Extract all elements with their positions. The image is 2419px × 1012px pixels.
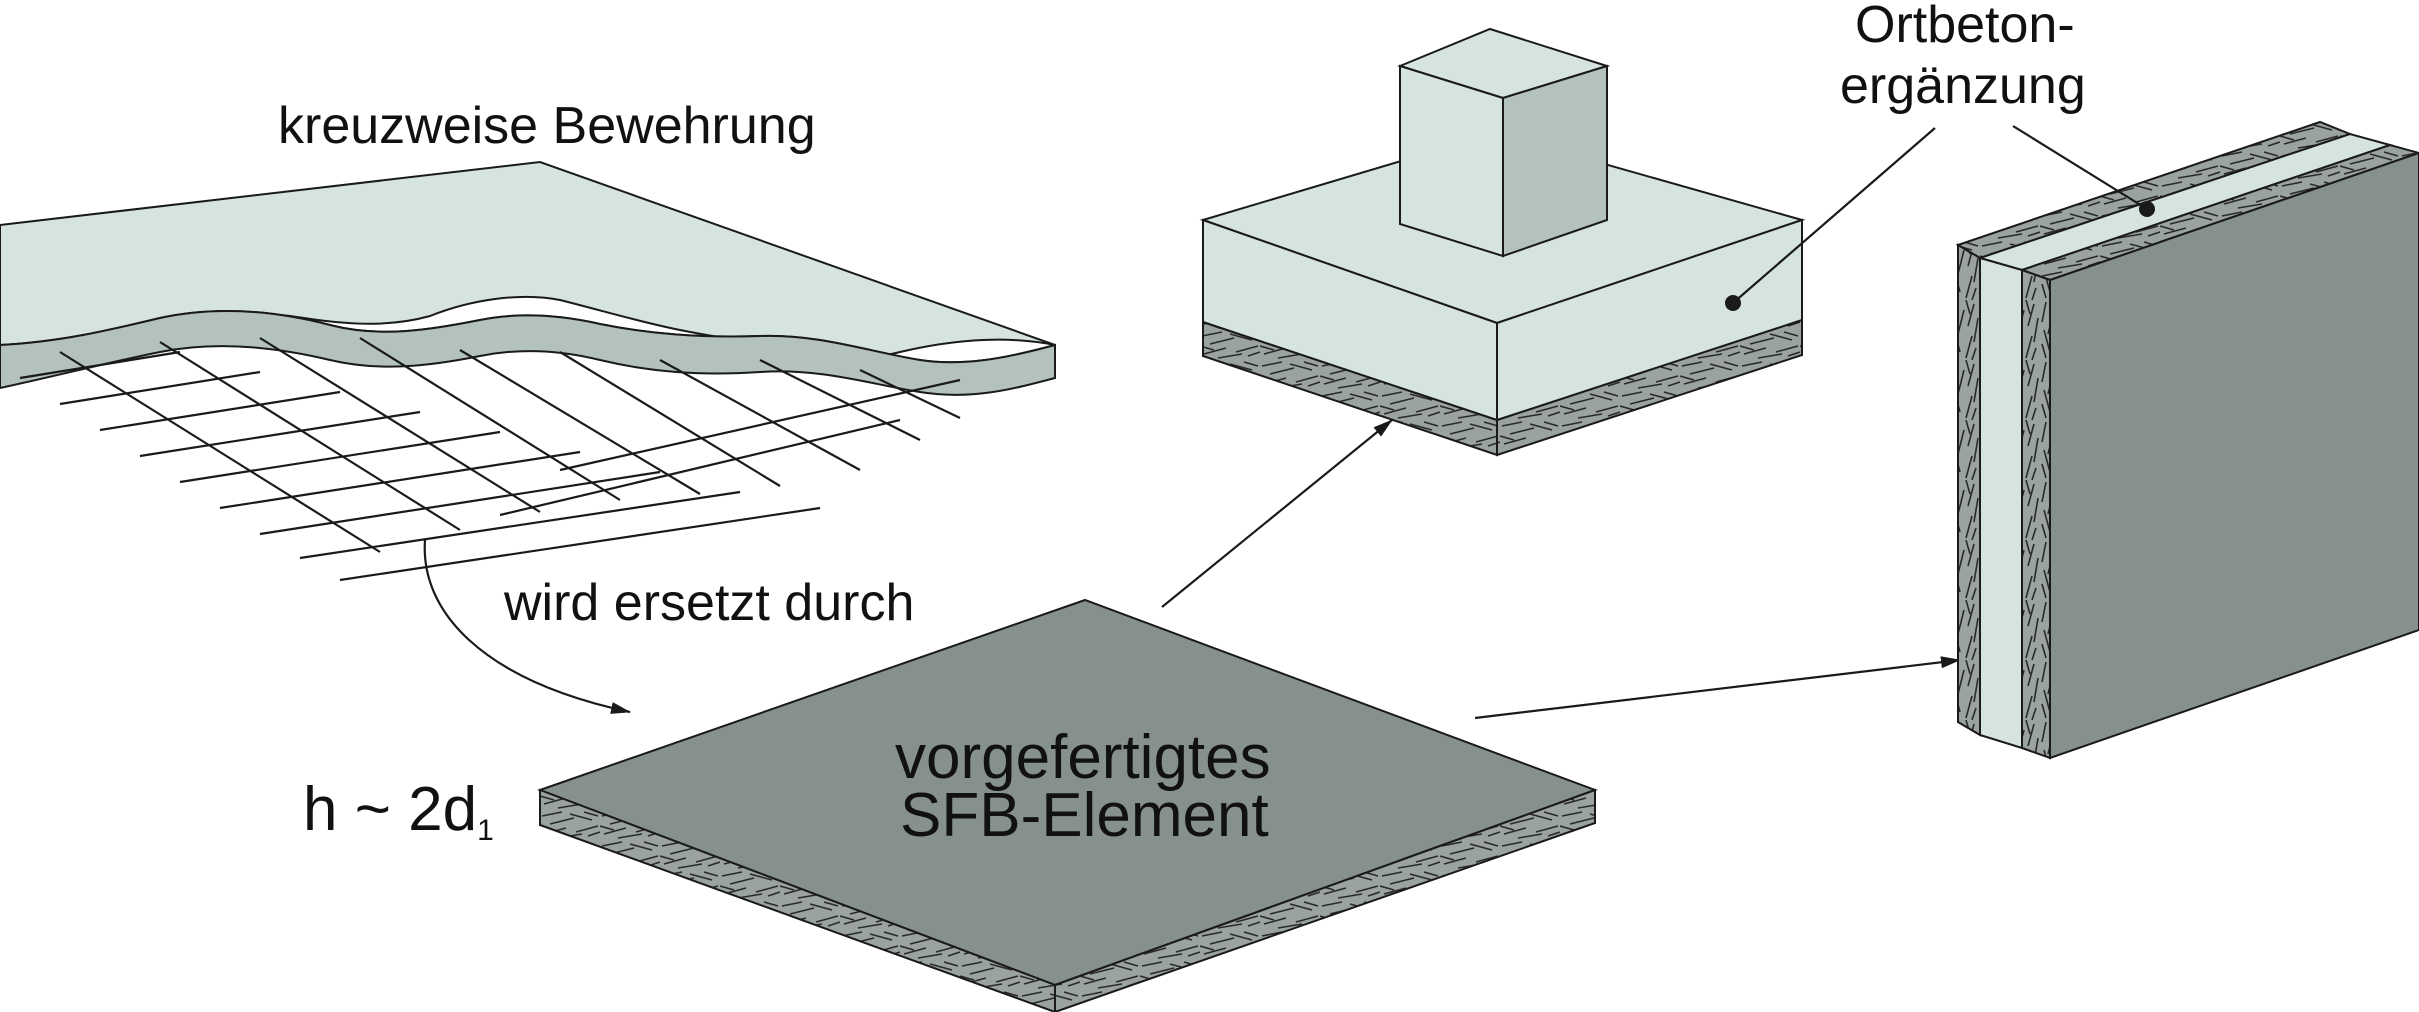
- column-side: [1502, 64, 1608, 258]
- leader-dot-wall: [2139, 201, 2155, 217]
- arrow-to-wall-element: [1474, 656, 1961, 720]
- reinforcement-mesh: [19, 337, 961, 582]
- leader-line-slab: [1732, 127, 1936, 304]
- label-thickness-sub: 1: [477, 814, 494, 847]
- wall-front-fiber-right: [2021, 268, 2051, 760]
- label-sfb-element: SFB-Element: [900, 781, 1269, 850]
- label-ergaenzung: ergänzung: [1840, 57, 2086, 115]
- wall-front-insitu: [1979, 256, 2023, 750]
- label-kreuzweise-bewehrung: kreuzweise Bewehrung: [278, 97, 816, 155]
- reinforced-slab-illustration: [0, 160, 1056, 582]
- leader-dot-slab: [1725, 295, 1741, 311]
- wall-element-illustration: [1955, 120, 2419, 760]
- curved-arrow: [423, 539, 631, 714]
- slab-with-column-illustration: [1199, 27, 1806, 457]
- label-thickness: h ~ 2d1: [303, 775, 494, 847]
- label-thickness-main: h ~ 2d: [303, 775, 477, 844]
- leader-line-wall: [2012, 125, 2148, 210]
- label-vorgefertigtes: vorgefertigtes: [895, 723, 1271, 792]
- column-front: [1399, 64, 1504, 258]
- wall-side-face: [2049, 151, 2419, 760]
- arrow-to-slab-with-column: [1161, 419, 1393, 608]
- slab-side-face: [0, 310, 1056, 396]
- sfb-element-plate: [537, 598, 1598, 1012]
- insitu-slab-right: [1496, 218, 1803, 422]
- sfb-plate-left-side: [539, 788, 1056, 1012]
- label-wird-ersetzt-durch: wird ersetzt durch: [503, 574, 914, 632]
- label-ortbeton: Ortbeton-: [1855, 0, 2075, 54]
- wall-front-fiber-left: [1957, 243, 1981, 737]
- sfb-plate-right-side: [1054, 788, 1596, 1012]
